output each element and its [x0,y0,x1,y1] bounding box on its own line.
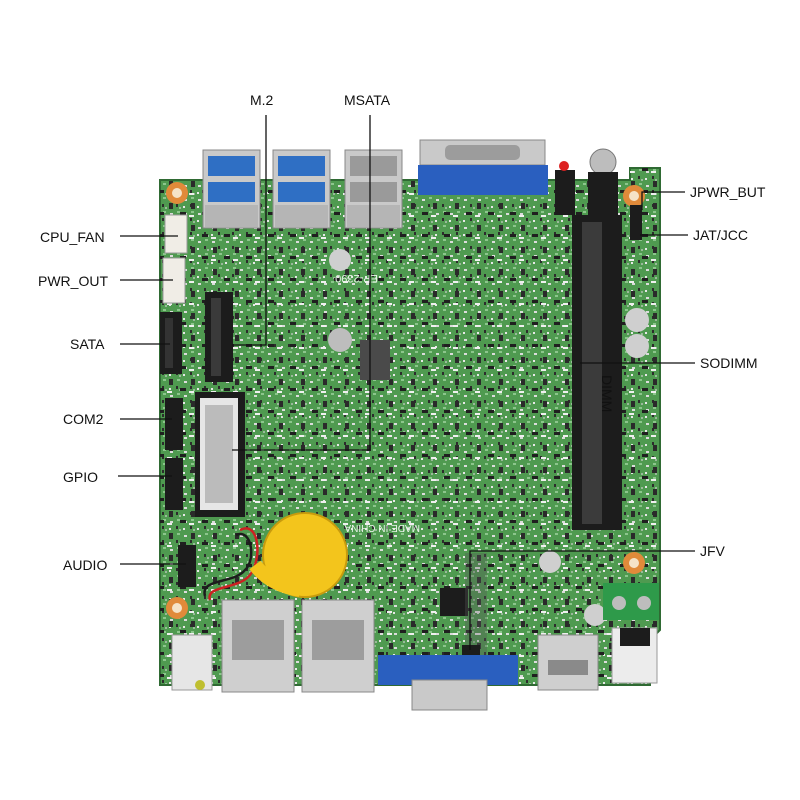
label-text: CPU_FAN [40,229,105,245]
usb-port [272,149,331,229]
label-audio: AUDIO [63,557,186,573]
capacitor [329,249,351,271]
ethernet-port [221,599,295,693]
dc-power-jack [611,627,658,684]
vga-port [378,655,518,711]
sodimm-slot: DIMM [572,215,622,530]
label-text: SATA [70,336,105,352]
label-cpu-fan: CPU_FAN [40,229,178,245]
audio-jack [171,634,213,691]
jfv-jumper [462,553,487,659]
label-gpio: GPIO [63,469,172,485]
label-text: PWR_OUT [38,273,108,289]
com2-header [165,398,183,450]
label-text: JAT/JCC [693,227,748,243]
msata-slot [195,392,245,517]
label-text: AUDIO [63,557,107,573]
board-model-silkscreen: EP-2390 [335,272,378,284]
capacitor [539,551,561,573]
capacitor [625,334,649,358]
gpio-header [165,458,183,510]
capacitor [584,604,606,626]
ethernet-port [301,599,375,693]
terminal-block [603,583,659,620]
cpu-fan-header [164,214,188,254]
jpwr-but-header [630,205,642,240]
label-msata: MSATA [232,92,391,451]
hdmi-port [537,634,599,691]
label-text: COM2 [63,411,104,427]
label-text: MSATA [344,92,391,108]
label-jat-jcc: JAT/JCC [640,227,748,243]
leader-line [232,115,267,346]
label-pwr-out: PWR_OUT [38,273,173,289]
label-text: M.2 [250,92,274,108]
leader-line [469,550,695,650]
usb-port [344,149,403,229]
label-jpwr-but: JPWR_BUT [641,184,766,210]
label-sata: SATA [70,336,170,352]
capacitor [625,308,649,332]
mounting-holes [166,182,645,619]
standoff [328,328,352,352]
chip [360,340,390,380]
sata-connector [160,312,182,374]
label-com2: COM2 [63,411,172,427]
label-jfv: JFV [469,543,726,650]
label-m2: M.2 [232,92,274,346]
label-text: SODIMM [700,355,758,371]
made-in-silkscreen: MADE IN CHINA [344,522,420,533]
label-sodimm: SODIMM [580,355,758,371]
com1-serial-port [418,139,548,195]
leader-line [232,115,371,451]
cmos-battery [203,512,348,601]
label-text: JFV [700,543,726,559]
power-button [555,148,618,217]
chip [440,588,468,616]
label-text: JPWR_BUT [690,184,766,200]
audio-header [178,545,196,587]
leader-line [641,191,685,210]
label-text: GPIO [63,469,98,485]
sodimm-silkscreen: DIMM [599,375,615,412]
usb-port [202,149,261,229]
m2-slot [205,292,233,382]
